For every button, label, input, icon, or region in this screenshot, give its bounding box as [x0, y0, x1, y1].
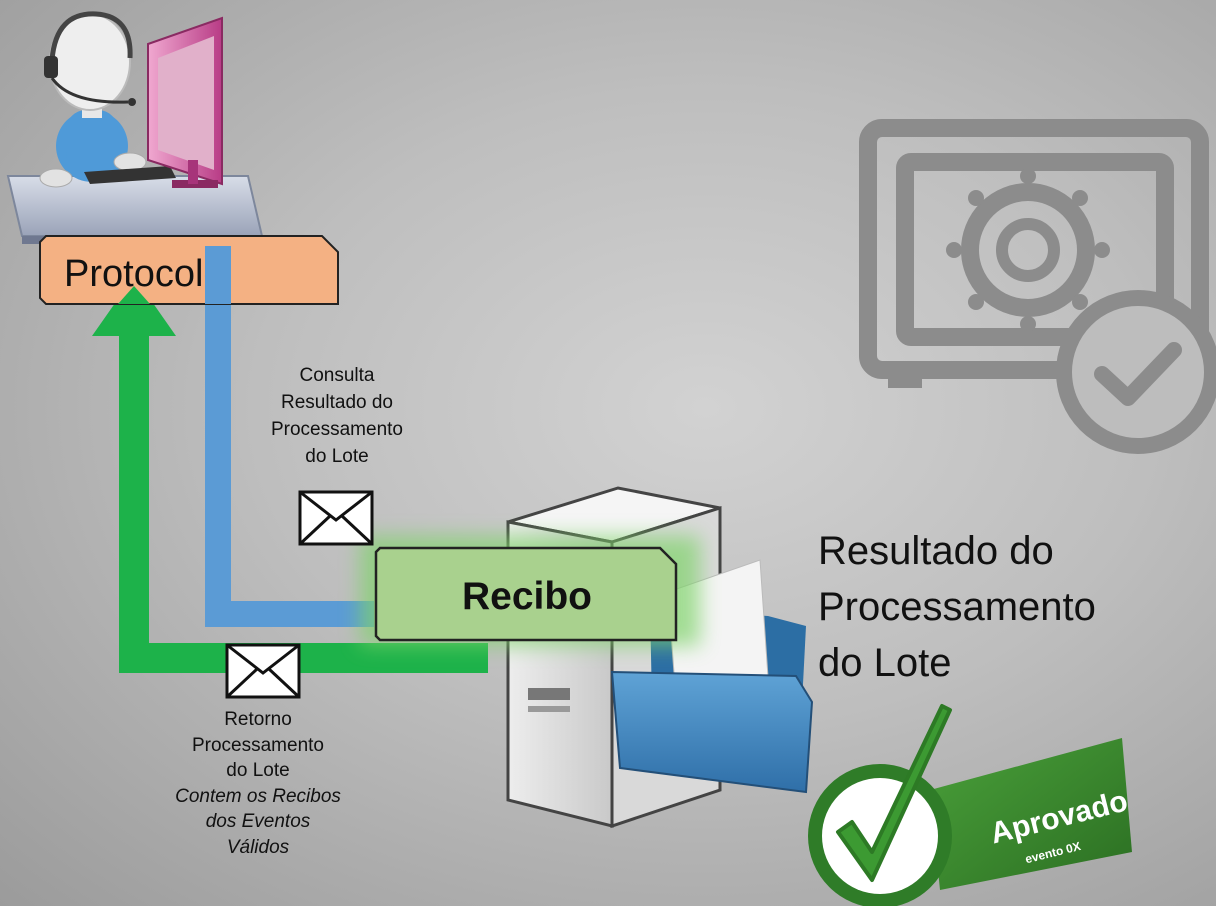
consulta-label: Consulta Resultado do Processamento do L… — [262, 362, 412, 470]
retorno-line: Processamento — [191, 734, 324, 756]
resultado-line: do Lote — [818, 641, 952, 685]
consulta-line: Processamento — [270, 419, 403, 440]
consulta-line: Resultado do — [281, 392, 393, 413]
consulta-line: Consulta — [299, 365, 375, 386]
return-envelope-icon — [225, 643, 301, 699]
resultado-line: Resultado do — [818, 529, 1054, 573]
query-line — [205, 246, 374, 627]
recibo-tag: Recibo — [461, 575, 593, 618]
return-arrowhead — [92, 276, 176, 336]
retorno-italic-line: Válidos — [226, 836, 290, 858]
resultado-label: Resultado do Processamento do Lote — [818, 523, 1096, 691]
return-arrow — [119, 330, 488, 673]
consulta-line: do Lote — [305, 446, 369, 467]
query-envelope-icon — [298, 490, 374, 546]
resultado-line: Processamento — [818, 585, 1096, 629]
retorno-line: do Lote — [226, 760, 290, 781]
protocolo-tag: Protocolo — [64, 253, 225, 295]
retorno-line: Retorno — [224, 709, 292, 730]
retorno-label: Retorno Processamento do Lote Contem os … — [128, 707, 388, 860]
retorno-italic-line: dos Eventos — [205, 811, 311, 832]
retorno-italic-line: Contem os Recibos — [175, 785, 341, 807]
